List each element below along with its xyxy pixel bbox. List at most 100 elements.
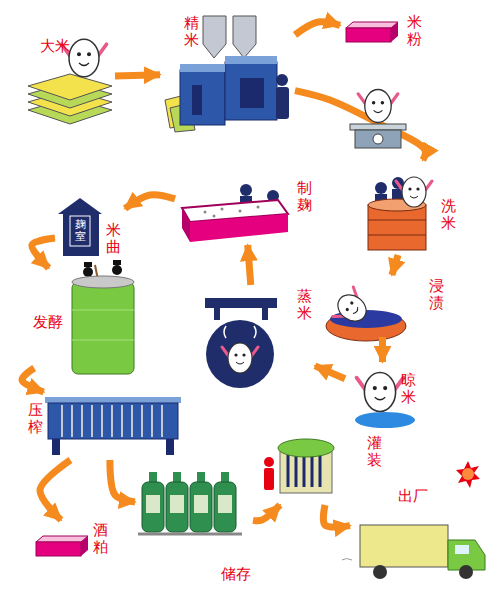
fermentation-tank — [72, 310, 134, 311]
koji-bench — [204, 211, 207, 214]
koji-bench — [221, 208, 224, 211]
polishing-machine — [203, 16, 226, 58]
polishing-machine — [180, 70, 225, 125]
koji-house — [70, 216, 90, 246]
fermentation-tank — [72, 260, 134, 374]
fermentation-tank — [83, 267, 93, 277]
process-step: 酒粕 — [30, 520, 120, 560]
steamer — [224, 326, 256, 338]
flow-arrow — [248, 245, 251, 285]
process-step: 灌装 — [265, 430, 385, 505]
fermentation-tank — [72, 340, 134, 341]
step-label: 洗米 — [440, 198, 456, 232]
sake-lees-box — [36, 536, 88, 556]
flow-arrow — [22, 368, 44, 392]
flow-arrow — [32, 238, 55, 268]
step-label: 制麹 — [296, 180, 312, 214]
koji-bench — [182, 208, 190, 242]
press-machine — [48, 403, 178, 439]
polishing-machine — [233, 16, 256, 58]
steamer — [205, 298, 277, 388]
step-label: 晾米 — [400, 372, 416, 406]
bottling-machine — [264, 457, 274, 467]
process-step: 制麹 — [175, 175, 315, 245]
process-step: 压榨 — [25, 392, 185, 460]
koji-house — [63, 214, 99, 256]
bottling-machine — [264, 439, 334, 493]
polishing-machine — [225, 62, 277, 120]
step-label: 蒸米 — [296, 288, 312, 322]
storage-bottles — [214, 482, 236, 532]
polishing-machine — [192, 85, 202, 115]
flow-arrow — [379, 337, 386, 362]
flow-arrow — [40, 460, 70, 520]
delivery-truck — [459, 565, 473, 579]
storage-bottles — [190, 482, 212, 532]
delivery-truck — [342, 559, 352, 561]
delivery-truck — [462, 468, 474, 480]
steamer — [214, 308, 220, 320]
washing-tub — [368, 205, 426, 250]
process-step: 大米 — [25, 30, 115, 125]
step-label: 出厂 — [398, 488, 428, 505]
step-label: 精米 — [183, 15, 199, 49]
polishing-machine — [276, 87, 289, 119]
flow-arrow — [253, 505, 280, 521]
flow-arrow — [125, 195, 175, 209]
washing-tub — [375, 182, 387, 194]
flow-arrow — [323, 505, 350, 527]
weighing-scale — [373, 134, 383, 144]
water-puddle — [355, 412, 415, 428]
delivery-truck — [342, 461, 485, 579]
process-step: 精米 — [160, 15, 295, 130]
weighing-scale — [350, 124, 406, 130]
step-label: 储存 — [221, 566, 251, 583]
delivery-truck — [360, 525, 448, 567]
koji-bench — [213, 215, 216, 218]
rice-bags — [28, 74, 112, 100]
process-step: 储存 — [135, 465, 253, 580]
koji-house — [58, 198, 102, 256]
koji-bench — [239, 210, 242, 213]
press-machine — [52, 439, 60, 455]
fermentation-tank — [72, 282, 134, 374]
delivery-truck — [455, 545, 469, 554]
steamer — [205, 298, 277, 308]
step-label: 浸渍 — [428, 278, 444, 312]
koji-house — [58, 198, 102, 214]
storage-bottles — [166, 482, 188, 532]
polishing-machine — [180, 64, 225, 72]
storage-bottles — [194, 495, 208, 513]
storage-bottles — [146, 495, 160, 513]
steamer — [206, 320, 274, 388]
flow-arrow — [295, 91, 425, 160]
rice-character — [396, 177, 432, 207]
washing-tub — [368, 220, 426, 221]
flow-arrow — [315, 366, 345, 379]
weighing-scale — [355, 130, 401, 148]
press-machine — [45, 397, 181, 455]
storage-bottles — [170, 495, 184, 513]
flow-arrow — [115, 75, 160, 76]
polishing-machine — [240, 78, 264, 108]
process-step: 出厂 — [350, 470, 495, 585]
washing-tub — [368, 235, 426, 236]
step-label: 大米 — [40, 38, 70, 55]
fermentation-tank — [113, 260, 121, 265]
flow-arrow — [392, 255, 398, 275]
fermentation-tank — [112, 265, 122, 275]
press-machine — [62, 405, 162, 437]
process-step: 晾米 — [345, 362, 420, 428]
fermentation-tank — [72, 276, 134, 288]
sign-text: 麹室 — [74, 219, 86, 243]
polishing-machine — [165, 16, 289, 132]
rice-character — [358, 90, 398, 123]
step-label: 米曲 — [105, 222, 121, 256]
rice-character — [357, 373, 404, 412]
process-step: 发酵 — [30, 268, 140, 368]
rice-character — [329, 285, 374, 332]
